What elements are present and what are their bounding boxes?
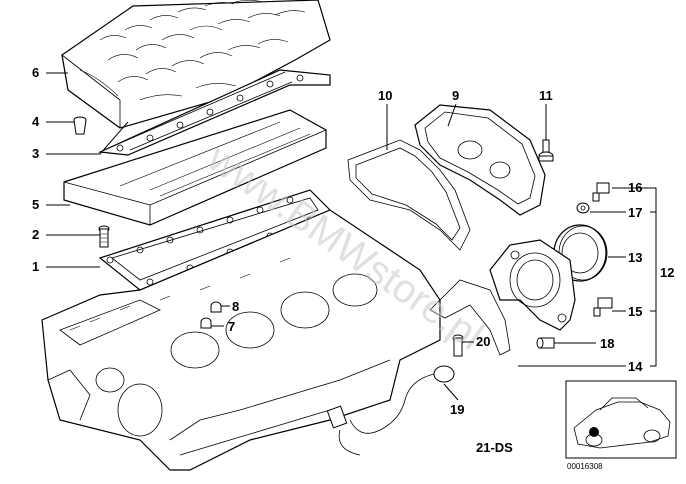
bolt-15-part[interactable] [593, 297, 613, 317]
dowel-sleeve-8-part[interactable] [210, 301, 222, 313]
bolt-part[interactable] [98, 225, 110, 248]
washer-17-part[interactable] [576, 202, 590, 214]
callout-11: 11 [539, 88, 553, 103]
intake-cover-part[interactable] [63, 109, 327, 226]
callout-10: 10 [378, 88, 392, 103]
callout-3: 3 [32, 146, 39, 161]
diagram-code: 21-DS [476, 440, 513, 455]
callout-1: 1 [32, 259, 39, 274]
engine-cover-part[interactable] [61, 0, 331, 129]
timing-cover-part[interactable] [414, 104, 546, 216]
callout-16: 16 [628, 180, 642, 195]
knock-sensor-part[interactable] [326, 365, 455, 456]
callout-9: 9 [452, 88, 459, 103]
leader-lines [46, 72, 657, 401]
callout-14: 14 [628, 359, 643, 374]
dowel-sleeve-7-part[interactable] [200, 317, 212, 329]
callout-6: 6 [32, 65, 39, 80]
callout-4: 4 [32, 114, 40, 129]
housing-gasket-part[interactable] [429, 279, 511, 356]
callout-8: 8 [232, 299, 239, 314]
bolt-16-part[interactable] [592, 182, 610, 202]
callout-19: 19 [450, 402, 464, 417]
callout-17: 17 [628, 205, 642, 220]
callout-5: 5 [32, 197, 39, 212]
vehicle-thumbnail[interactable] [565, 380, 677, 459]
thumbnail-image-number: 00016308 [567, 462, 603, 471]
callout-13: 13 [628, 250, 642, 265]
callout-20: 20 [476, 334, 490, 349]
seal-housing-part[interactable] [489, 239, 576, 331]
engine-block [41, 209, 441, 471]
bolt-11-part[interactable] [538, 139, 554, 162]
cover-gasket-part[interactable] [97, 69, 331, 156]
grommet-part[interactable] [73, 116, 87, 135]
callout-15: 15 [628, 304, 642, 319]
bolt-20-part[interactable] [452, 334, 464, 357]
location-marker-icon [589, 427, 599, 437]
dowel-18-part[interactable] [536, 337, 555, 349]
callout-7: 7 [228, 319, 235, 334]
callout-12: 12 [660, 265, 674, 280]
callout-2: 2 [32, 227, 39, 242]
callout-18: 18 [600, 336, 614, 351]
front-cover-gasket-part[interactable] [347, 139, 471, 251]
